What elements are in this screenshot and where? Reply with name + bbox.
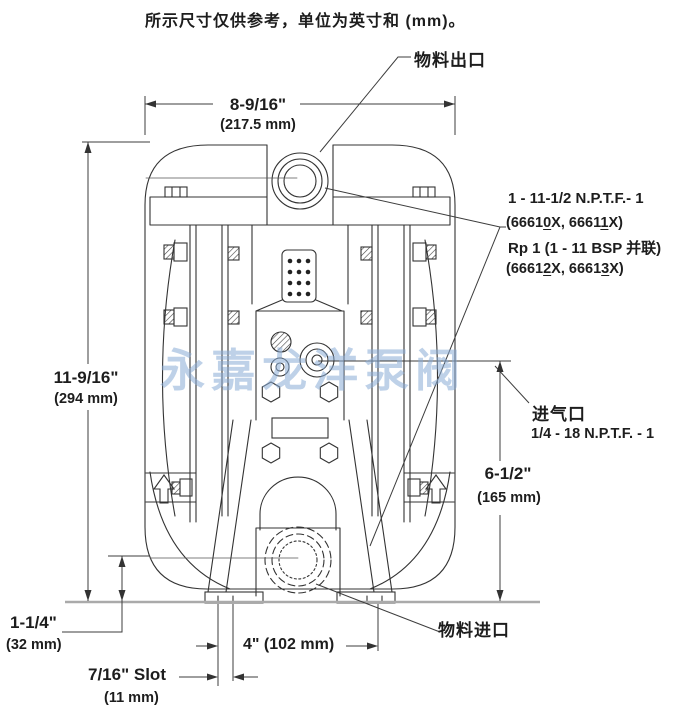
inlet-block bbox=[255, 527, 341, 597]
outlet-port-circle bbox=[277, 158, 323, 204]
clamp-bolt-left bbox=[171, 478, 193, 497]
column-bolts-left bbox=[163, 242, 240, 327]
port-spec-line2: (66610X, 66611X) bbox=[506, 215, 623, 231]
stand-leg-left bbox=[207, 419, 252, 593]
center-chamber bbox=[251, 224, 349, 305]
inlet-port-hidden bbox=[271, 533, 325, 587]
drawing-note: 所示尺寸仅供参考，单位为英寸和 (mm)。 bbox=[145, 13, 466, 30]
clamp-bolt-right bbox=[407, 478, 429, 497]
foot-span-dim-lines bbox=[196, 604, 379, 686]
inlet-leader bbox=[315, 583, 441, 633]
valve-body bbox=[255, 299, 345, 421]
outlet-boss bbox=[266, 144, 334, 226]
air-inlet-fitting bbox=[299, 342, 335, 378]
flow-arrow-icon bbox=[152, 474, 176, 504]
height-dim-mm: (294 mm) bbox=[54, 391, 118, 407]
pn-underlined-digit: 3 bbox=[601, 261, 610, 277]
valve-port bbox=[270, 357, 290, 377]
top-manifold bbox=[149, 196, 451, 226]
stand-plate bbox=[271, 417, 329, 439]
arrowhead bbox=[84, 142, 92, 153]
air-inlet-spec: 1/4 - 18 N.P.T.F. - 1 bbox=[531, 426, 655, 442]
slot-dim-label: 7/16" Slot bbox=[88, 665, 166, 684]
inlet-port-hidden bbox=[264, 526, 332, 594]
clamp-band-right bbox=[403, 472, 455, 503]
pn-text: X, 6661 bbox=[551, 215, 601, 231]
pn-text: (6661 bbox=[506, 215, 544, 231]
arrowhead bbox=[496, 361, 504, 372]
air-height-dim-mm: (165 mm) bbox=[477, 490, 541, 506]
pn-text: X) bbox=[608, 215, 623, 231]
air-inlet-label: 进气口 bbox=[532, 405, 586, 424]
diaphragm-arc-right bbox=[369, 239, 451, 590]
arrowhead bbox=[84, 590, 92, 601]
hex-nuts bbox=[261, 381, 339, 464]
outlet-leader bbox=[319, 56, 411, 153]
clearance-dim-lines bbox=[62, 555, 150, 633]
pn-text: (6661 bbox=[506, 261, 544, 277]
column-left bbox=[189, 224, 229, 523]
foot-slots bbox=[217, 595, 383, 604]
pump-drawing bbox=[144, 144, 456, 604]
width-dim-mm: (217.5 mm) bbox=[220, 117, 296, 133]
muffler-plate bbox=[281, 249, 317, 303]
port-spec-leader bbox=[324, 187, 506, 547]
arrowhead bbox=[233, 673, 244, 681]
body-outline-right bbox=[391, 144, 456, 590]
clamp-band-left bbox=[145, 472, 197, 503]
manifold-bolt-right bbox=[412, 186, 436, 198]
clearance-dim-mm: (32 mm) bbox=[6, 637, 62, 653]
width-dim-lines bbox=[144, 96, 456, 135]
foot-span-dim: 4" (102 mm) bbox=[243, 636, 335, 653]
air-inlet-leader bbox=[494, 365, 530, 404]
muffler-holes bbox=[287, 258, 311, 297]
arrowhead bbox=[118, 556, 126, 567]
height-dim-inches: 11-9/16" bbox=[53, 368, 119, 387]
stand-arch bbox=[259, 476, 337, 531]
arrowhead bbox=[118, 590, 126, 601]
pn-underlined-digit: 0 bbox=[543, 215, 552, 231]
stand-leg-right bbox=[348, 419, 393, 593]
slot-dim-mm: (11 mm) bbox=[104, 690, 159, 706]
column-right bbox=[371, 224, 411, 523]
inlet-label: 物料进口 bbox=[438, 621, 510, 640]
outlet-port-circle bbox=[283, 164, 317, 198]
arrowhead bbox=[207, 673, 218, 681]
body-outline-left bbox=[144, 144, 209, 590]
port-spec-line4: (66612X, 66613X) bbox=[506, 261, 624, 277]
inlet-port-hidden bbox=[278, 540, 318, 580]
arrowhead bbox=[444, 100, 455, 108]
arrowhead bbox=[145, 100, 156, 108]
arrowhead bbox=[207, 642, 218, 650]
port-spec-line1: 1 - 11-1/2 N.P.T.F.- 1 bbox=[508, 190, 644, 207]
height-dim-lines bbox=[82, 141, 150, 601]
diaphragm-arc-left bbox=[149, 239, 231, 590]
clearance-dim-inches: 1-1/4" bbox=[10, 613, 57, 632]
valve-port bbox=[275, 362, 285, 372]
port-spec-line3: Rp 1 (1 - 11 BSP 并联) bbox=[508, 240, 662, 257]
pn-text: X) bbox=[609, 261, 624, 277]
air-inlet-fitting bbox=[305, 348, 329, 372]
air-inlet-fitting bbox=[311, 354, 323, 366]
valve-screw bbox=[270, 331, 292, 353]
pn-underlined-digit: 2 bbox=[543, 261, 552, 277]
column-bolts-right bbox=[360, 242, 437, 327]
outlet-label: 物料出口 bbox=[414, 51, 486, 70]
outlet-port-circle bbox=[271, 152, 329, 210]
arrowhead bbox=[496, 590, 504, 601]
arrowhead bbox=[367, 642, 378, 650]
manifold-bolt-left bbox=[164, 186, 188, 198]
width-dim-inches: 8-9/16" bbox=[229, 95, 287, 114]
air-height-dim-inches: 6-1/2" bbox=[484, 464, 532, 483]
pn-text: X, 6661 bbox=[551, 261, 602, 277]
dimension-annotations bbox=[62, 56, 540, 686]
flow-arrow-icon bbox=[424, 474, 448, 504]
pn-underlined-digit: 1 bbox=[600, 215, 609, 231]
